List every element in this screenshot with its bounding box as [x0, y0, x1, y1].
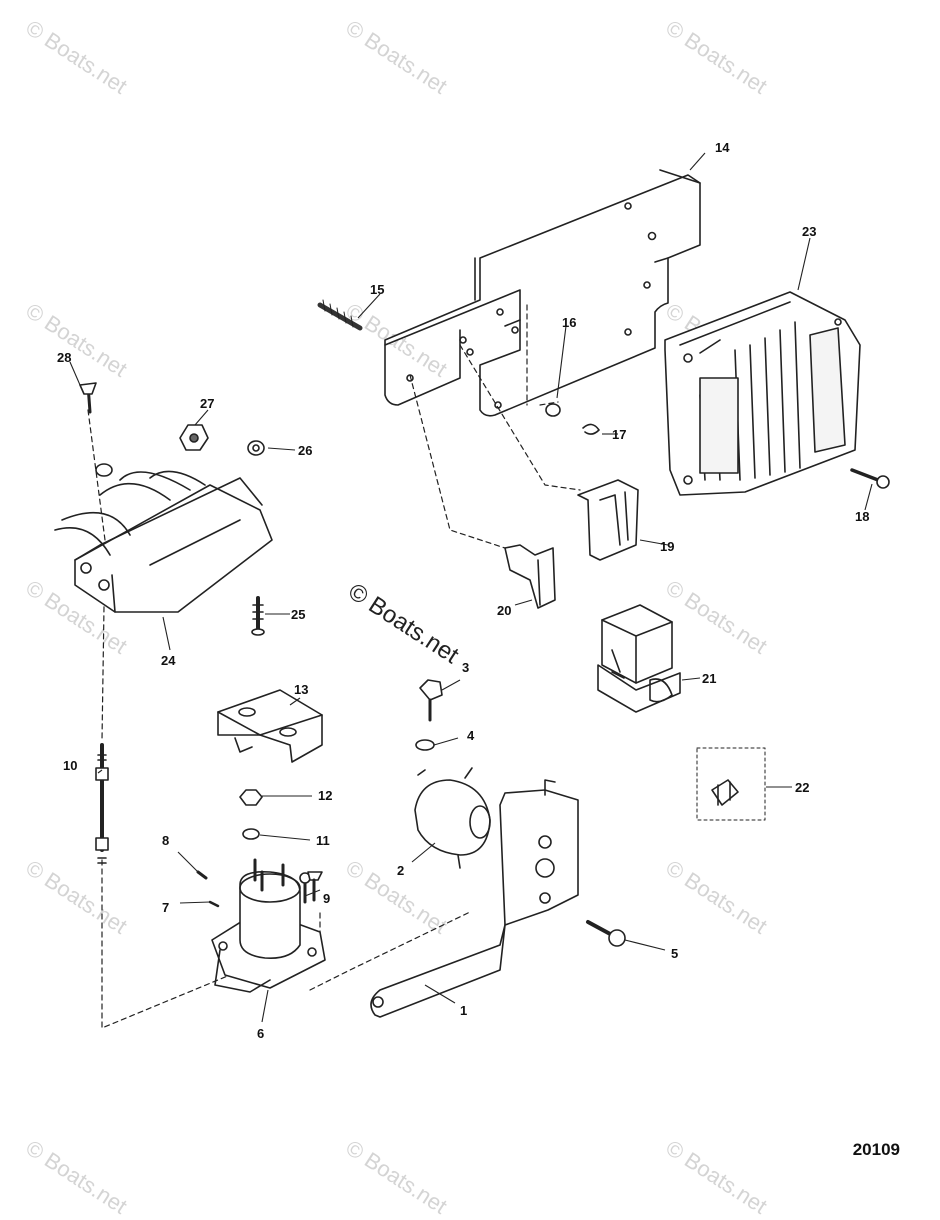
callout-label: 17	[612, 427, 626, 442]
clip-part	[577, 479, 639, 561]
screw-part	[307, 871, 323, 902]
bracket-part	[217, 689, 323, 763]
callout-label: 5	[671, 946, 678, 961]
callout-label: 20	[497, 603, 511, 618]
callout-label: 13	[294, 682, 308, 697]
ignition-module-part	[54, 470, 273, 613]
callout-label: 16	[562, 315, 576, 330]
stud-part	[95, 743, 109, 864]
callout-label: 27	[200, 396, 214, 411]
callout-label: 4	[467, 728, 475, 743]
callout-label: 15	[370, 282, 384, 297]
callout-label: 10	[63, 758, 77, 773]
callout-label: 28	[57, 350, 71, 365]
callout-label: 14	[715, 140, 730, 155]
ecm-module-part	[664, 291, 861, 496]
callout-label: 6	[257, 1026, 264, 1041]
callout-label: 12	[318, 788, 332, 803]
callout-label: 3	[462, 660, 469, 675]
relay-part	[597, 604, 681, 713]
callout-label: 22	[795, 780, 809, 795]
callout-label: 2	[397, 863, 404, 878]
callout-label: 23	[802, 224, 816, 239]
clip-part	[504, 544, 556, 609]
callout-label: 11	[316, 833, 330, 848]
drawing-number: 20109	[852, 1140, 900, 1159]
callout-label: 24	[161, 653, 176, 668]
callout-label: 9	[323, 891, 330, 906]
screw-part	[79, 382, 97, 414]
screw-part	[850, 468, 890, 489]
callout-label: 1	[460, 1003, 467, 1018]
screw-part	[586, 920, 626, 947]
stud-part	[317, 299, 363, 331]
mounting-bracket-part	[384, 169, 701, 417]
callout-label: 8	[162, 833, 169, 848]
callout-label: 18	[855, 509, 869, 524]
screw-part	[251, 596, 265, 636]
sensor-part	[414, 767, 491, 869]
callout-label: 21	[702, 671, 716, 686]
screw-part	[419, 679, 443, 722]
bracket-part	[370, 779, 579, 1018]
fuse-part	[696, 747, 766, 821]
callout-label: 26	[298, 443, 312, 458]
callout-label: 25	[291, 607, 305, 622]
callout-label: 19	[660, 539, 674, 554]
callout-label: 7	[162, 900, 169, 915]
solenoid-part	[211, 858, 326, 993]
